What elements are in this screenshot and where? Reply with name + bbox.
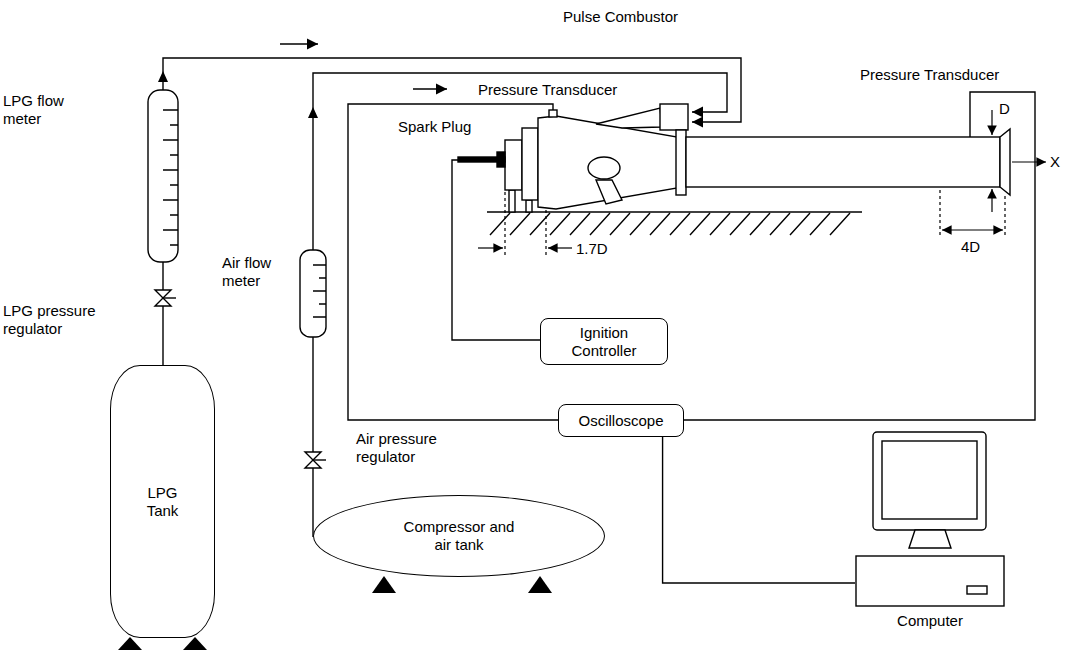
compressor-tank: Compressor and air tank (313, 495, 605, 577)
part-label: D (999, 100, 1010, 118)
flapper-valve (588, 157, 620, 179)
meter-scale (163, 110, 178, 245)
valve-handle (163, 297, 176, 298)
meter-scale (313, 265, 326, 317)
flow-arrow-heads (158, 71, 318, 118)
flow-arrow (280, 43, 318, 44)
dimension-arrow (942, 229, 1003, 230)
dimension-arrow (991, 189, 992, 212)
part-label: 1.7D (576, 240, 608, 258)
dimension-line (505, 192, 546, 255)
ground-hatch (490, 213, 850, 235)
node-text: LPG Tank (137, 484, 189, 520)
flange (676, 130, 686, 195)
screen (882, 441, 977, 519)
axis-arrow (1012, 161, 1046, 162)
tank-box: LPG Tank (110, 365, 215, 638)
computer-case (856, 556, 1004, 606)
signal-cable (663, 437, 855, 583)
ground-hatch (487, 212, 862, 235)
part-label: LPG flow meter (3, 92, 85, 128)
spark-plug (497, 152, 505, 167)
dimensions (478, 110, 1046, 255)
part-label: Air pressure regulator (356, 430, 466, 466)
lpg-flow-meter (148, 90, 178, 262)
pipes-and-wires (163, 44, 1035, 537)
mixing-head (505, 140, 522, 190)
tank-foot (118, 637, 142, 650)
computer-icon (855, 428, 1005, 610)
flow-arrow (308, 107, 318, 118)
node-text: Oscilloscope (578, 412, 663, 430)
tank-foot (183, 637, 207, 650)
flow-meters (148, 90, 326, 337)
flapper-valve (596, 180, 622, 204)
part-label: Pressure Transducer (860, 66, 999, 84)
transducer-wire (684, 92, 1035, 420)
dimension-arrow (548, 247, 572, 248)
ground-line (487, 211, 862, 212)
flow-arrow (158, 71, 168, 82)
lpg-pipe (162, 262, 163, 365)
inlet-pipe (596, 108, 662, 128)
node-text: Computer (855, 612, 1005, 630)
support-leg (526, 200, 532, 212)
inlet-cylinder (660, 104, 688, 130)
node-text: Ignition Controller (554, 324, 654, 360)
valve-handle (313, 459, 326, 460)
drive-slot (967, 586, 987, 594)
mixing-head (522, 128, 538, 200)
pressure-transducer (549, 110, 557, 117)
part-label: X (1050, 153, 1060, 171)
monitor-stand (909, 530, 951, 548)
air-flow-meter (300, 250, 326, 337)
tank-foot (528, 576, 552, 593)
pulse-combustor (458, 104, 1010, 212)
support-leg (509, 190, 515, 212)
part-label: Air flow meter (222, 254, 294, 290)
part-label: Pressure Transducer (478, 81, 617, 99)
computer-node: Computer (855, 428, 1005, 633)
dimension-arrow (991, 110, 992, 135)
tail-pipe-flare (1000, 129, 1010, 195)
tank-foot (372, 576, 396, 593)
part-label: Spark Plug (398, 118, 471, 136)
tail-pipe (686, 137, 1000, 187)
air-pipe (312, 337, 313, 537)
dimension-arrow (478, 247, 503, 248)
part-label: 4D (961, 238, 980, 256)
monitor (873, 432, 986, 530)
part-label: Pulse Combustor (563, 8, 678, 26)
part-label: LPG pressure regulator (3, 302, 103, 338)
dimension-line (940, 190, 1005, 236)
node-text: Compressor and air tank (399, 518, 519, 554)
controller-box: Ignition Controller (540, 318, 668, 365)
instrument-box: Oscilloscope (558, 404, 684, 437)
flow-arrow (413, 88, 447, 89)
transducer-wire (348, 104, 558, 420)
